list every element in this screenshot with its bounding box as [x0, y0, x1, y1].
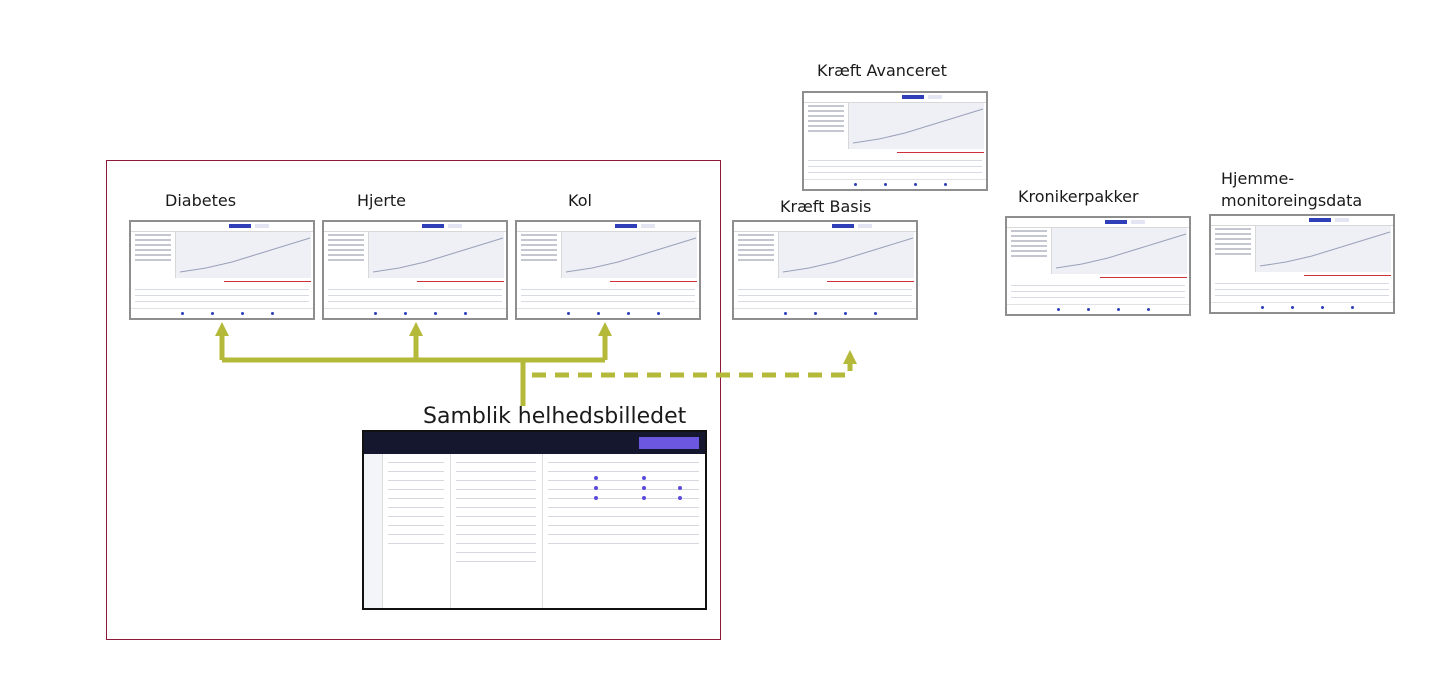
- arrow-up-icon: [215, 322, 229, 336]
- label-kol: Kol: [568, 191, 592, 210]
- module-group-frame: [106, 160, 721, 640]
- samblik-screenshot: [362, 430, 707, 610]
- thumbnail-hjerte: [322, 220, 508, 320]
- thumbnail-diabetes: [129, 220, 315, 320]
- thumbnail-kronikerpakker: [1005, 216, 1191, 316]
- label-kraeft-basis: Kræft Basis: [780, 197, 872, 216]
- label-hjemme-line2: monitoreingsdata: [1221, 191, 1363, 210]
- thumbnail-kraeft-avanceret: [802, 91, 988, 191]
- arrow-up-icon: [409, 322, 423, 336]
- thumbnail-hjemmemonitorering: [1209, 214, 1395, 314]
- label-samblik: Samblik helhedsbilledet: [423, 404, 687, 429]
- label-diabetes: Diabetes: [165, 191, 237, 210]
- arrow-up-dashed-icon: [843, 350, 857, 364]
- arrow-up-icon: [598, 322, 612, 336]
- label-kraeft-avanceret: Kræft Avanceret: [817, 61, 947, 80]
- label-hjemme-line1: Hjemme-: [1221, 169, 1295, 188]
- label-kronikerpakker: Kronikerpakker: [1018, 187, 1139, 206]
- label-hjerte: Hjerte: [357, 191, 407, 210]
- thumbnail-kol: [515, 220, 701, 320]
- thumbnail-kraeft-basis: [732, 220, 918, 320]
